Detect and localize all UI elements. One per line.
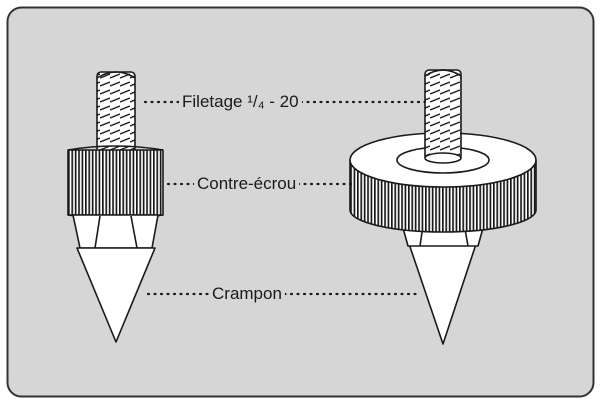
small-thread-stud: [96, 71, 136, 153]
label-spike: Crampon: [209, 284, 285, 304]
small-cone: [76, 247, 156, 343]
small-spike-icon: [67, 71, 164, 343]
small-hex-body: [72, 214, 159, 249]
label-locknut: Contre-écrou: [194, 174, 300, 194]
small-locknut: [67, 149, 164, 216]
large-thread-stud: [424, 69, 462, 161]
label-thread: Filetage ¹/₄ - 20: [179, 92, 302, 112]
large-spike-icon: [349, 69, 537, 345]
